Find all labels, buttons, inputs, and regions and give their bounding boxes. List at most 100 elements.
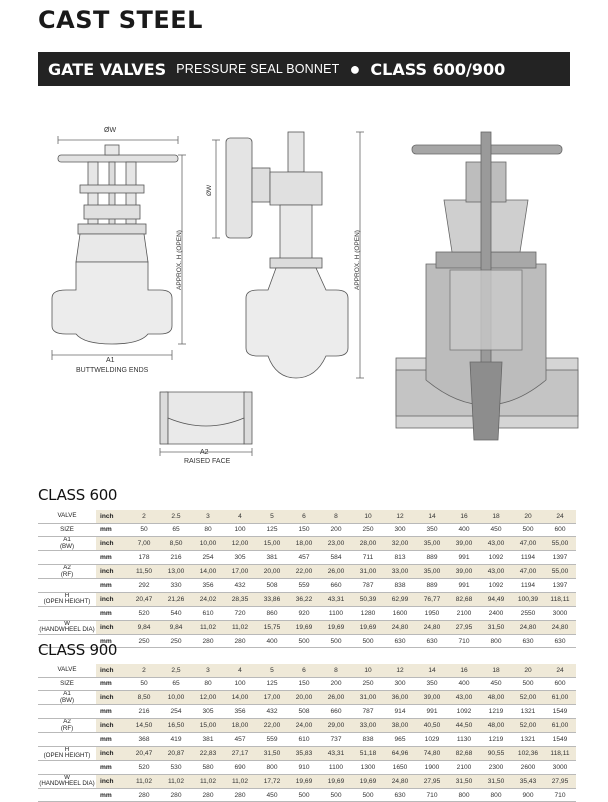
row-unit: inch bbox=[96, 774, 128, 789]
table-cell: 15,75 bbox=[256, 620, 288, 635]
table-cell: 432 bbox=[224, 578, 256, 593]
table-cell: 64,96 bbox=[384, 746, 416, 761]
table-cell: 1194 bbox=[512, 550, 544, 565]
table-cell: 3 bbox=[192, 510, 224, 524]
table-cell: 36,22 bbox=[288, 592, 320, 607]
table-cell: 500 bbox=[320, 788, 352, 802]
table-cell: 800 bbox=[480, 788, 512, 802]
row-unit: mm bbox=[96, 550, 128, 565]
table-cell: 356 bbox=[224, 704, 256, 719]
table-cell: 660 bbox=[320, 704, 352, 719]
table-cell: 27,95 bbox=[544, 774, 576, 789]
table-cell: 55,00 bbox=[544, 536, 576, 552]
table-cell: 610 bbox=[192, 606, 224, 621]
row-unit: inch bbox=[96, 620, 128, 635]
table-cell: 450 bbox=[480, 677, 512, 692]
table-cell: 7,00 bbox=[128, 536, 160, 552]
table-cell: 20,47 bbox=[128, 746, 160, 761]
table-cell: 910 bbox=[288, 760, 320, 775]
row-unit: inch bbox=[96, 718, 128, 734]
row-unit: mm bbox=[96, 677, 128, 692]
table-cell: 24,00 bbox=[288, 718, 320, 734]
table-cell: 52,00 bbox=[512, 690, 544, 706]
row-label bbox=[38, 760, 96, 775]
table-cell: 18,00 bbox=[288, 536, 320, 552]
table-cell: 11,02 bbox=[128, 774, 160, 789]
row-label bbox=[38, 732, 96, 747]
table-cell: 1130 bbox=[448, 732, 480, 747]
raised-face-drawing bbox=[159, 391, 253, 456]
table-cell: 28,00 bbox=[352, 536, 384, 552]
table-cell: 1600 bbox=[384, 606, 416, 621]
table-cell: 500 bbox=[512, 677, 544, 692]
table-cell: 100 bbox=[224, 677, 256, 692]
table-cell: 11,02 bbox=[192, 620, 224, 635]
table-cell: 28,35 bbox=[224, 592, 256, 607]
table-cell: 419 bbox=[160, 732, 192, 747]
table-cell: 18 bbox=[480, 510, 512, 524]
table-cell: 76,77 bbox=[416, 592, 448, 607]
table-cell: 250 bbox=[160, 634, 192, 649]
table-cell: 29,00 bbox=[320, 718, 352, 734]
table-cell: 14,00 bbox=[224, 690, 256, 706]
table-cell: 90,55 bbox=[480, 746, 512, 761]
table-cell: 2300 bbox=[480, 760, 512, 775]
table-cell: 991 bbox=[448, 578, 480, 593]
table-cell: 51,18 bbox=[352, 746, 384, 761]
table-cell: 1092 bbox=[480, 550, 512, 565]
table-cell: 400 bbox=[448, 523, 480, 538]
table-cell: 520 bbox=[128, 606, 160, 621]
row-label: SIZE bbox=[38, 523, 96, 538]
table-cell: 2 bbox=[128, 664, 160, 678]
table-cell: 22,83 bbox=[192, 746, 224, 761]
table-cell: 200 bbox=[320, 677, 352, 692]
table-cell: 17,00 bbox=[256, 690, 288, 706]
row-unit: mm bbox=[96, 788, 128, 802]
row-unit: mm bbox=[96, 606, 128, 621]
table-cell: 800 bbox=[448, 788, 480, 802]
page-title: CAST STEEL bbox=[38, 6, 203, 34]
table-cell: 100,39 bbox=[512, 592, 544, 607]
table-cell: 52,00 bbox=[512, 718, 544, 734]
table-cell: 914 bbox=[384, 704, 416, 719]
table-cell: 530 bbox=[160, 760, 192, 775]
table-cell: 1100 bbox=[320, 760, 352, 775]
table-cell: 432 bbox=[256, 704, 288, 719]
row-label: A2 (RF) bbox=[38, 564, 96, 580]
label-h-front: APPROX. H (OPEN) bbox=[176, 230, 183, 290]
table-cell: 254 bbox=[160, 704, 192, 719]
table-cell: 1321 bbox=[512, 732, 544, 747]
table-cell: 8,50 bbox=[160, 536, 192, 552]
table-cell: 508 bbox=[256, 578, 288, 593]
table-cell: 1549 bbox=[544, 704, 576, 719]
label-w-front: ØW bbox=[104, 127, 117, 134]
table-cell: 65 bbox=[160, 677, 192, 692]
table-cell: 660 bbox=[320, 578, 352, 593]
cutaway-drawing bbox=[395, 131, 579, 441]
table-cell: 24,80 bbox=[384, 774, 416, 789]
table-cell: 35,43 bbox=[512, 774, 544, 789]
side-view-drawing bbox=[212, 131, 364, 379]
table-cell: 55,00 bbox=[544, 564, 576, 580]
table-cell: 200 bbox=[320, 523, 352, 538]
table-cell: 889 bbox=[416, 578, 448, 593]
table-cell: 19,69 bbox=[320, 620, 352, 635]
table-cell: 48,00 bbox=[480, 718, 512, 734]
table-cell: 178 bbox=[128, 550, 160, 565]
table-cell: 27,95 bbox=[448, 620, 480, 635]
table-cell: 82,68 bbox=[448, 592, 480, 607]
table-cell: 26,00 bbox=[320, 564, 352, 580]
table-cell: 39,00 bbox=[448, 536, 480, 552]
front-view-drawing bbox=[51, 136, 186, 360]
table-cell: 1300 bbox=[352, 760, 384, 775]
table-cell: 580 bbox=[192, 760, 224, 775]
table-cell: 11,02 bbox=[224, 774, 256, 789]
table-cell: 44,50 bbox=[448, 718, 480, 734]
table-cell: 381 bbox=[192, 732, 224, 747]
valve-drawings bbox=[51, 131, 579, 456]
table-cell: 8 bbox=[320, 510, 352, 524]
row-label bbox=[38, 788, 96, 802]
